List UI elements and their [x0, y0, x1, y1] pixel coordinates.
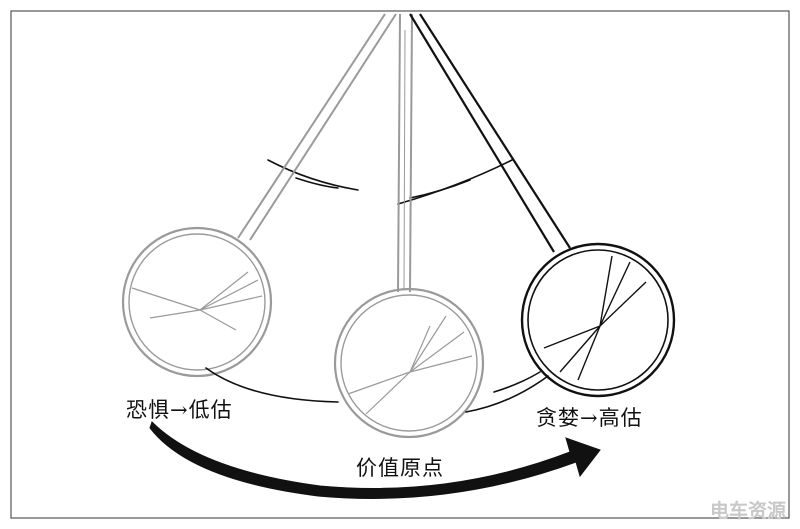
motion-arcs	[268, 160, 512, 204]
label-greed-overvalued: 贪婪→高估	[536, 402, 643, 432]
pendulum-bob-center	[335, 289, 483, 437]
label-fear-undervalued: 恐惧→低估	[126, 394, 233, 424]
swing-arcs	[206, 368, 548, 412]
label-value-origin: 价值原点	[356, 452, 444, 482]
pendulum-right	[410, 14, 674, 396]
pendulum-bob-left	[123, 228, 271, 376]
pendulum-bob-right	[522, 244, 674, 396]
watermark: 电车资源	[710, 496, 786, 523]
